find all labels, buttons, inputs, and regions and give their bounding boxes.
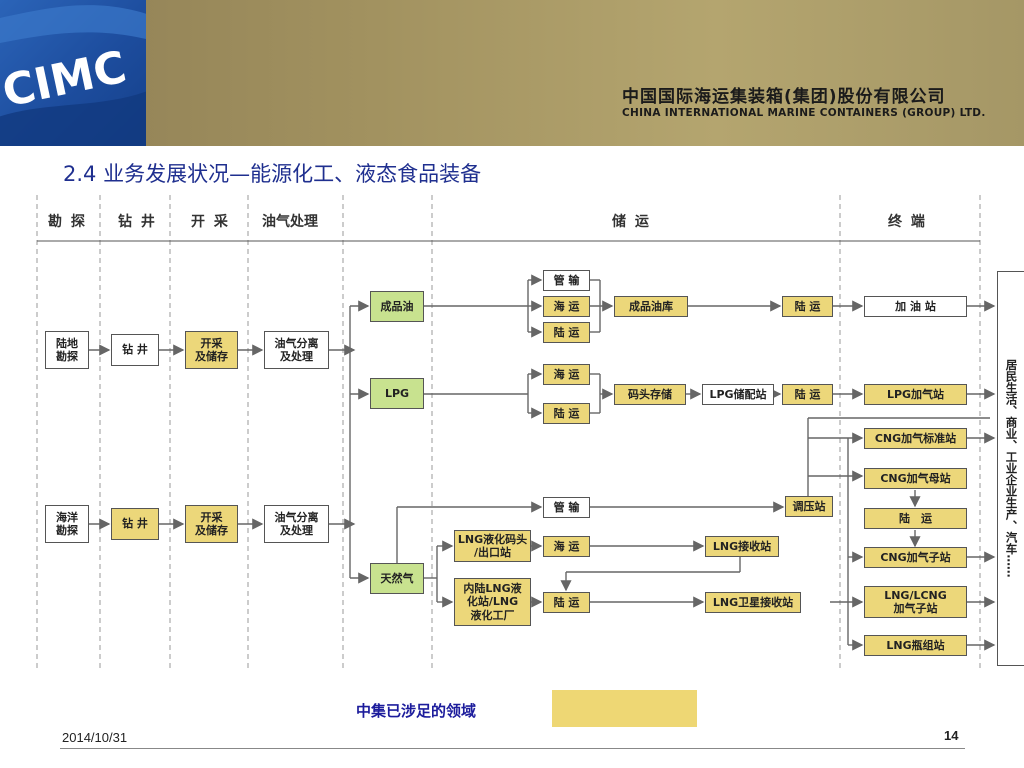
node-lpg: LPG <box>370 378 424 409</box>
node-oil-sea-transport: 海 运 <box>543 296 590 317</box>
legend-swatch <box>552 690 697 727</box>
node-sea-drilling: 钻 井 <box>111 508 159 540</box>
node-lpg-filling-station: LPG加气站 <box>864 384 967 405</box>
node-sea-exploration: 海洋 勘探 <box>45 505 89 543</box>
cimc-logo: CIMC <box>0 0 146 146</box>
column-header-terminal: 终 端 <box>888 214 927 230</box>
node-gas-station: 加 油 站 <box>864 296 967 317</box>
node-lpg-terminal-storage: 码头存储 <box>614 384 686 405</box>
company-name-en: CHINA INTERNATIONAL MARINE CONTAINERS (G… <box>622 107 986 119</box>
column-header-explore: 勘 探 <box>48 214 87 230</box>
column-header-storage-transport: 储 运 <box>612 214 651 230</box>
node-oil-land-transport: 陆 运 <box>543 322 590 343</box>
node-lpg-distribution-station: LPG储配站 <box>702 384 774 405</box>
column-header-drill: 钻 井 <box>118 214 157 230</box>
node-end-users: 居民生活、商业、工业企业生产、汽车…… <box>997 271 1024 666</box>
node-pressure-regulator-station: 调压站 <box>785 496 833 517</box>
legend-label: 中集已涉足的领域 <box>356 702 477 720</box>
footer-divider <box>60 748 965 749</box>
node-sea-oil-gas-processing: 油气分离 及处理 <box>264 505 329 543</box>
node-lng-land-transport: 陆 运 <box>543 592 590 613</box>
node-sea-mining-storage: 开采 及储存 <box>185 505 238 543</box>
node-refined-oil: 成品油 <box>370 291 424 322</box>
header-banner: CIMC 中国国际海运集装箱(集团)股份有限公司 CHINA INTERNATI… <box>0 0 1024 146</box>
node-lpg-land-transport: 陆 运 <box>543 403 590 424</box>
node-refined-oil-depot: 成品油库 <box>614 296 688 317</box>
page-number: 14 <box>944 728 959 743</box>
node-land-oil-gas-processing: 油气分离 及处理 <box>264 331 329 369</box>
node-lng-sea-transport: 海 运 <box>543 536 590 557</box>
slide-title: 2.4 业务发展状况—能源化工、液态食品装备 <box>63 162 482 186</box>
node-inland-lng-plant: 内陆LNG液 化站/LNG 液化工厂 <box>454 578 531 626</box>
footer-date: 2014/10/31 <box>62 730 128 745</box>
column-header-processing: 油气处理 <box>262 214 318 230</box>
node-lpg-land-transport-2: 陆 运 <box>782 384 833 405</box>
node-lng-receiving-terminal: LNG接收站 <box>705 536 779 557</box>
company-name-cn: 中国国际海运集装箱(集团)股份有限公司 <box>622 87 946 107</box>
node-oil-pipeline: 管 输 <box>543 270 590 291</box>
node-gas-pipeline: 管 输 <box>543 497 590 518</box>
column-dividers <box>36 195 981 668</box>
node-lng-satellite-station: LNG卫星接收站 <box>705 592 801 613</box>
node-lpg-sea-transport: 海 运 <box>543 364 590 385</box>
node-cng-child-station: CNG加气子站 <box>864 547 967 568</box>
node-natural-gas: 天然气 <box>370 563 424 594</box>
node-land-drilling: 钻 井 <box>111 334 159 366</box>
node-land-exploration: 陆地 勘探 <box>45 331 89 369</box>
node-cng-mother-station: CNG加气母站 <box>864 468 967 489</box>
node-oil-land-transport-2: 陆 运 <box>782 296 833 317</box>
node-lng-cylinder-station: LNG瓶组站 <box>864 635 967 656</box>
node-land-mining-storage: 开采 及储存 <box>185 331 238 369</box>
column-header-mining: 开 采 <box>191 214 230 230</box>
node-lng-lcng-child-station: LNG/LCNG 加气子站 <box>864 586 967 618</box>
node-cng-standard-station: CNG加气标准站 <box>864 428 967 449</box>
node-cng-land-transport: 陆 运 <box>864 508 967 529</box>
node-lng-export-terminal: LNG液化码头 /出口站 <box>454 530 531 562</box>
